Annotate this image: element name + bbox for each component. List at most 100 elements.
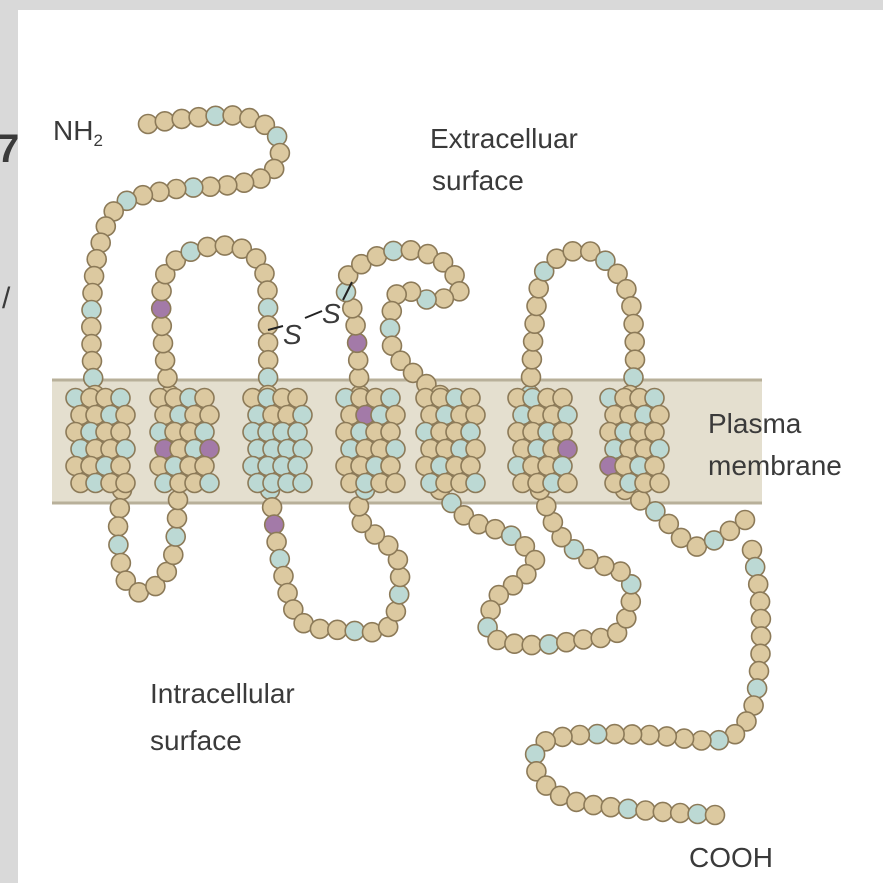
residue-bead bbox=[384, 241, 403, 260]
residue-bead bbox=[748, 679, 767, 698]
helix-residue-bead bbox=[293, 406, 312, 425]
plasma-membrane-label-line1: Plasma bbox=[708, 408, 802, 439]
residue-bead bbox=[522, 350, 541, 369]
residue-bead bbox=[328, 620, 347, 639]
helix-residue-bead bbox=[650, 406, 669, 425]
residue-bead bbox=[259, 316, 278, 335]
residue-bead bbox=[310, 619, 329, 638]
helix-residue-bead bbox=[466, 474, 485, 493]
helix-residue-bead bbox=[288, 457, 307, 476]
residue-bead bbox=[605, 725, 624, 744]
residue-bead bbox=[110, 499, 129, 518]
residue-bead bbox=[709, 731, 728, 750]
residue-bead bbox=[601, 798, 620, 817]
helix-residue-bead bbox=[195, 389, 214, 408]
helix-residue-bead bbox=[116, 440, 135, 459]
residue-bead bbox=[352, 513, 371, 532]
residue-bead bbox=[87, 250, 106, 269]
helix-residue-bead bbox=[116, 474, 135, 493]
residue-bead bbox=[567, 792, 586, 811]
residue-bead bbox=[386, 602, 405, 621]
residue-bead bbox=[258, 281, 277, 300]
residue-bead bbox=[184, 178, 203, 197]
residue-bead bbox=[166, 527, 185, 546]
residue-bead bbox=[527, 297, 546, 316]
residue-bead bbox=[505, 634, 524, 653]
residue-bead bbox=[687, 537, 706, 556]
residue-bead bbox=[749, 575, 768, 594]
residue-bead bbox=[83, 284, 102, 303]
residue-bead bbox=[235, 173, 254, 192]
residue-bead bbox=[111, 554, 130, 573]
residue-bead bbox=[345, 621, 364, 640]
helix-residue-bead bbox=[381, 457, 400, 476]
residue-bead bbox=[540, 635, 559, 654]
residue-bead bbox=[746, 558, 765, 577]
residue-bead bbox=[156, 351, 175, 370]
residue-bead bbox=[223, 106, 242, 125]
residue-bead bbox=[85, 267, 104, 286]
residue-bead bbox=[346, 316, 365, 335]
residue-bead bbox=[198, 237, 217, 256]
residue-bead bbox=[83, 352, 102, 371]
helix-residue-bead bbox=[558, 474, 577, 493]
residue-bead bbox=[189, 108, 208, 127]
helix-residue-bead bbox=[645, 389, 664, 408]
residue-bead bbox=[391, 568, 410, 587]
residue-bead bbox=[84, 369, 103, 388]
residue-bead bbox=[671, 804, 690, 823]
residue-bead bbox=[154, 334, 173, 353]
extracellular-label-line2: surface bbox=[432, 165, 524, 196]
residue-bead bbox=[109, 517, 128, 536]
intracellular-label-line2: surface bbox=[150, 725, 242, 756]
residue-bead bbox=[82, 301, 101, 320]
residue-bead bbox=[259, 351, 278, 370]
residue-bead bbox=[574, 630, 593, 649]
residue-bead bbox=[529, 279, 548, 298]
residue-bead bbox=[158, 368, 177, 387]
helix-residue-bead bbox=[558, 440, 577, 459]
helix-residue-bead bbox=[461, 457, 480, 476]
helix-residue-bead bbox=[195, 423, 214, 442]
helix-residue-bead bbox=[650, 440, 669, 459]
residue-bead bbox=[255, 264, 274, 283]
helix-residue-bead bbox=[650, 474, 669, 493]
helix-residue-bead bbox=[466, 440, 485, 459]
residue-bead bbox=[481, 601, 500, 620]
residue-bead bbox=[675, 729, 694, 748]
residue-bead bbox=[152, 299, 171, 318]
residue-bead bbox=[622, 297, 641, 316]
residue-bead bbox=[139, 115, 158, 134]
residue-bead bbox=[657, 727, 676, 746]
residue-bead bbox=[265, 515, 284, 534]
residue-bead bbox=[167, 180, 186, 199]
helix-residue-bead bbox=[111, 389, 130, 408]
residue-bead bbox=[218, 176, 237, 195]
residue-bead bbox=[751, 610, 770, 629]
residue-bead bbox=[152, 316, 171, 335]
helix-residue-bead bbox=[288, 423, 307, 442]
residue-bead bbox=[653, 802, 672, 821]
helix-residue-bead bbox=[381, 389, 400, 408]
residue-bead bbox=[109, 535, 128, 554]
helix-residue-bead bbox=[553, 423, 572, 442]
helix-residue-bead bbox=[558, 406, 577, 425]
residue-bead bbox=[155, 112, 174, 131]
helix-residue-bead bbox=[200, 440, 219, 459]
residue-bead bbox=[522, 636, 541, 655]
helix-residue-bead bbox=[381, 423, 400, 442]
residue-bead bbox=[259, 333, 278, 352]
helix-residue-bead bbox=[111, 457, 130, 476]
residue-bead bbox=[588, 725, 607, 744]
residue-bead bbox=[381, 319, 400, 338]
plasma-membrane-label-line2: membrane bbox=[708, 450, 842, 481]
residue-bead bbox=[623, 725, 642, 744]
helix-residue-bead bbox=[386, 440, 405, 459]
helix-residue-bead bbox=[386, 406, 405, 425]
residue-bead bbox=[584, 796, 603, 815]
residue-bead bbox=[563, 242, 582, 261]
residue-bead bbox=[488, 631, 507, 650]
helix-residue-bead bbox=[461, 423, 480, 442]
residue-bead bbox=[349, 351, 368, 370]
